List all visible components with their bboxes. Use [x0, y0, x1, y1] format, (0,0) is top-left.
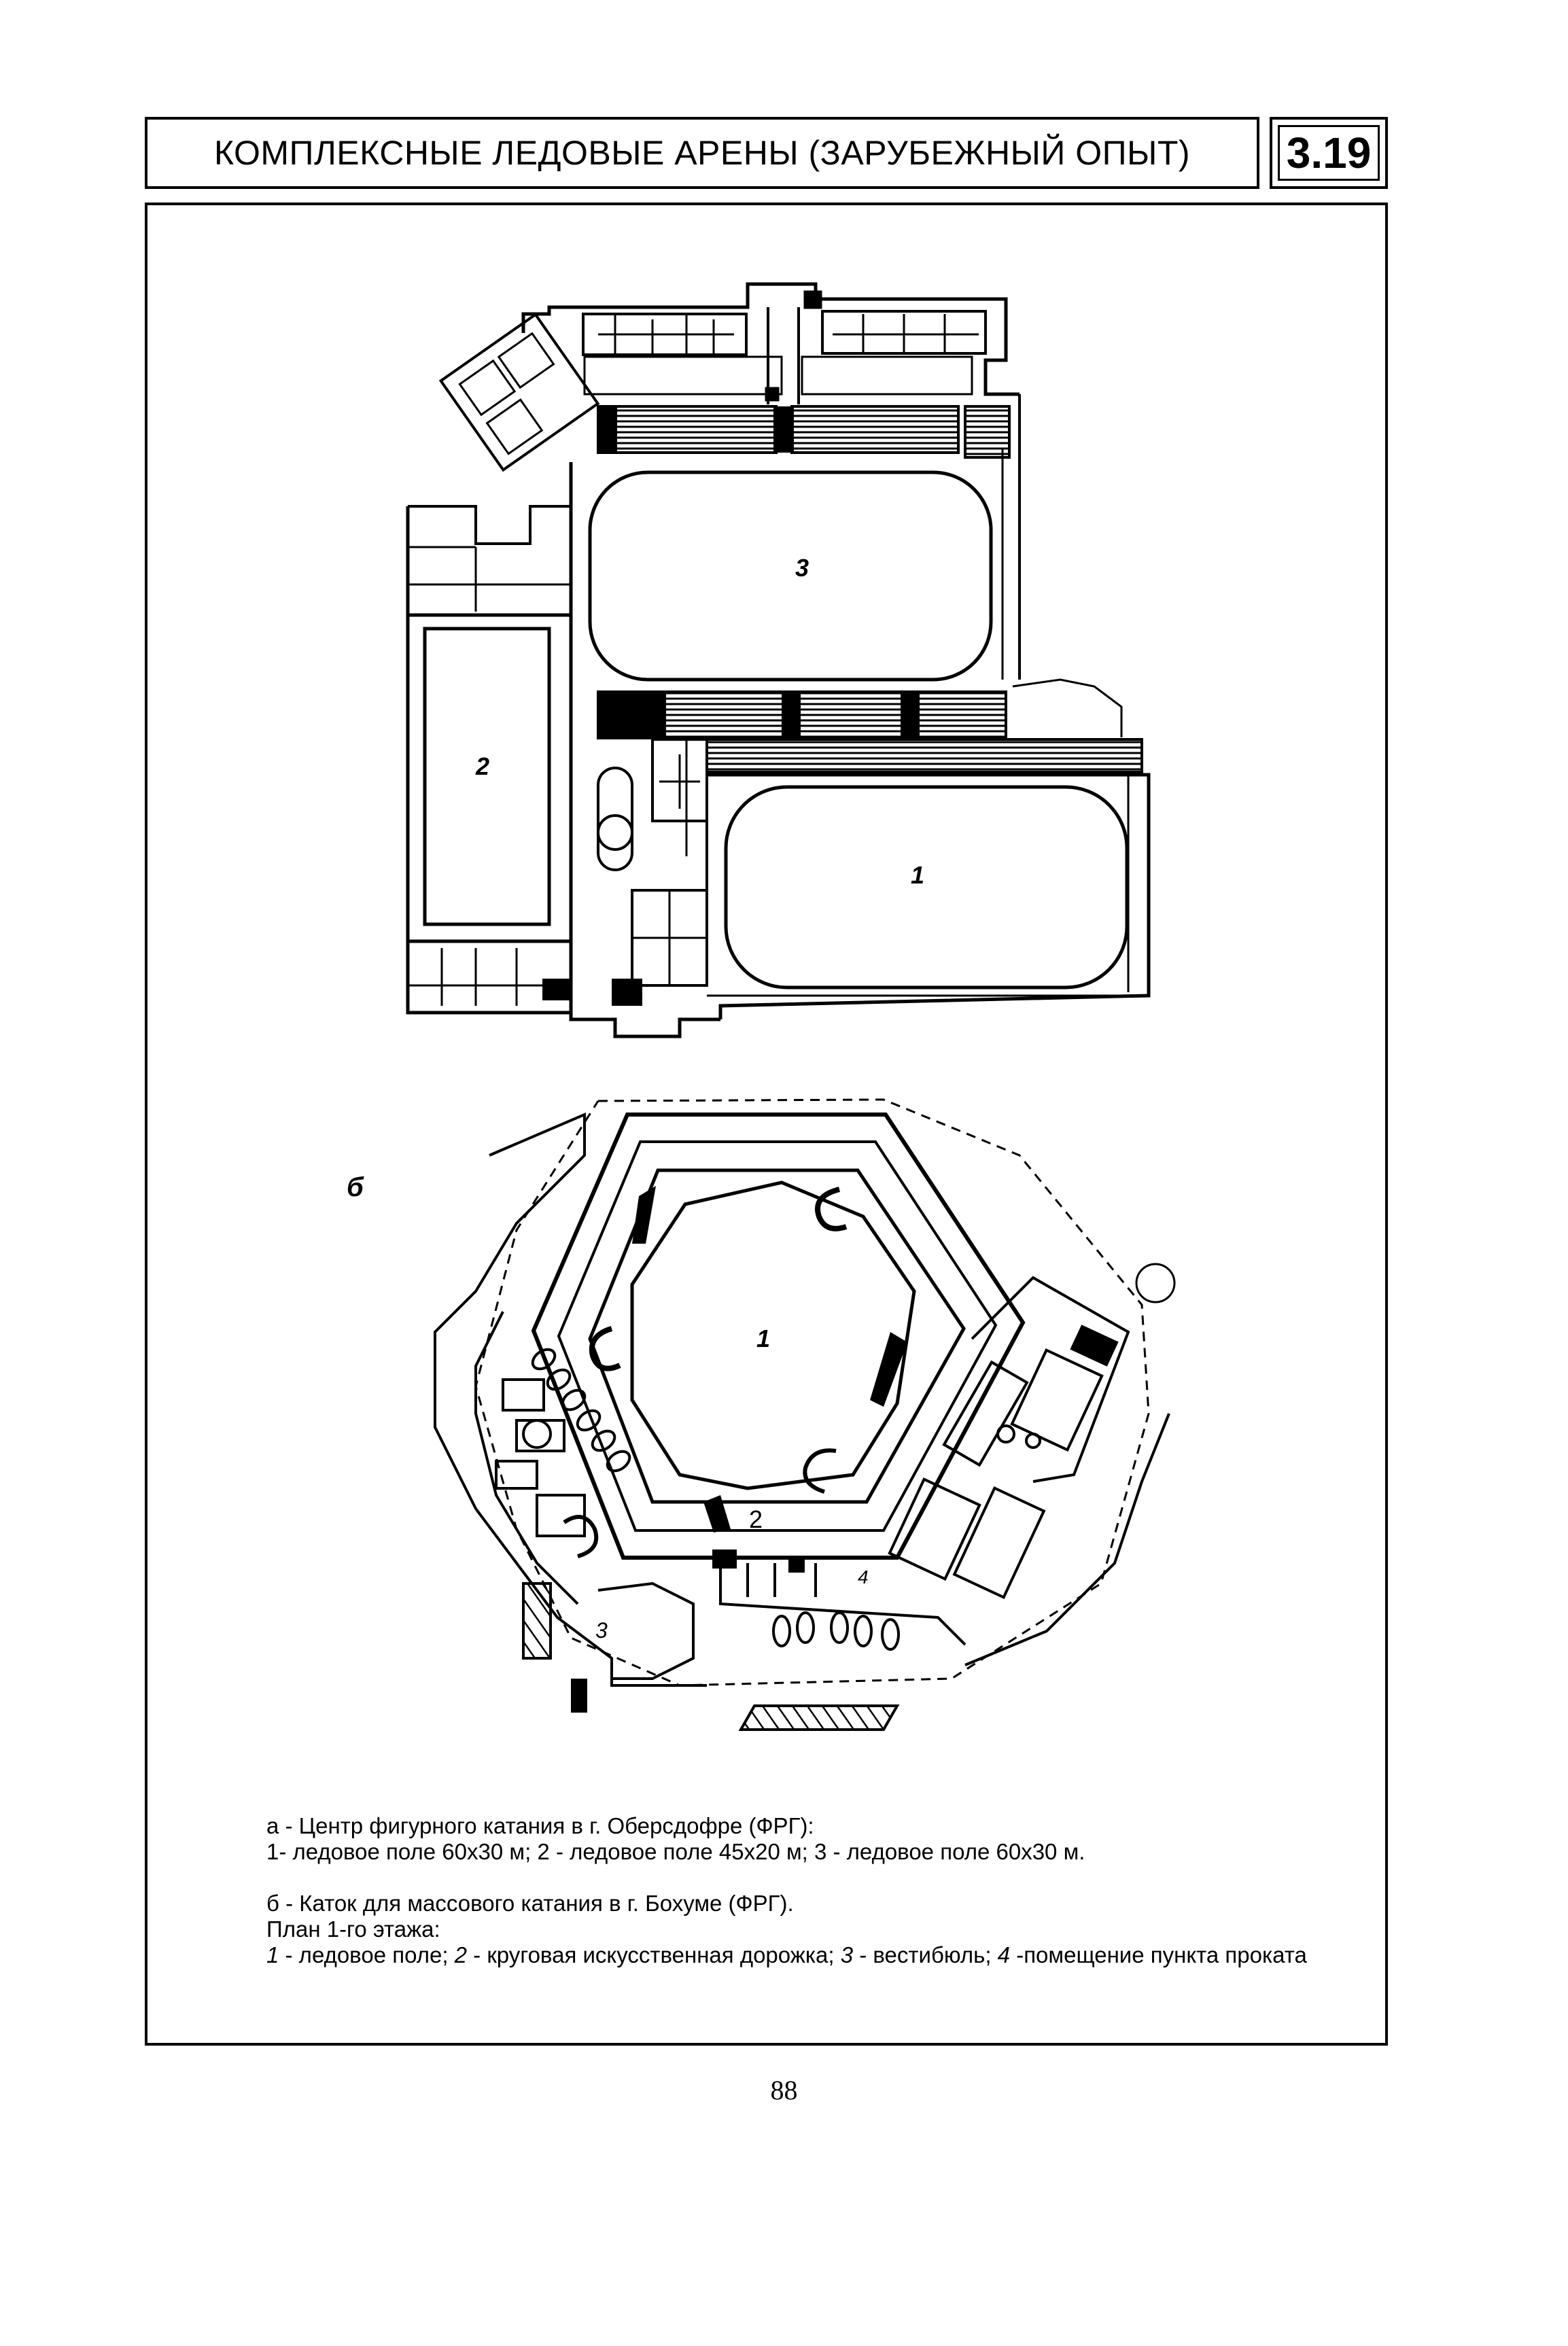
figure-frame: [145, 203, 1388, 2046]
plan-b-site-boundary: [474, 1098, 1150, 1687]
plan-b-letter: б: [347, 1172, 364, 1202]
plan-a-rink-3: [588, 470, 993, 682]
plan-a-label-rink-3: 3: [795, 554, 809, 582]
plan-a-stands-top-corner: [964, 405, 1011, 459]
caption-b-subtitle: План 1-го этажа:: [266, 1916, 440, 1942]
header-title-box: КОМПЛЕКСНЫЕ ЛЕДОВЫЕ АРЕНЫ (ЗАРУБЕЖНЫЙ ОП…: [145, 117, 1259, 189]
caption-a-items: 1- ледовое поле 60х30 м; 2 - ледовое пол…: [266, 1839, 1085, 1864]
plan-b-label-ice-field: 1: [756, 1325, 770, 1352]
plan-a-label-rink-1: 1: [911, 861, 924, 889]
plan-b-terrain-right: [964, 1413, 1170, 1666]
plan-a-rink-1: [724, 785, 1129, 990]
caption-a-title: а - Центр фигурного катания в г. Оберсдо…: [266, 1813, 814, 1838]
plan-b-hexagon-inner: [588, 1168, 966, 1504]
plan-a-rink-2: [423, 627, 551, 926]
caption-b-item-3-num: 3: [840, 1942, 854, 1967]
plan-a-stands-lower: [705, 738, 1143, 773]
plan-b-track-inner-edge: [557, 1140, 998, 1532]
plan-b-hatched-ramp: [738, 1704, 900, 1731]
plan-a-label-rink-2: 2: [475, 752, 489, 780]
section-number-box: 3.19: [1270, 117, 1388, 189]
plan-b-ice-field: [630, 1180, 916, 1490]
plan-b: [434, 1098, 1176, 1731]
plan-b-left-wing: [474, 1311, 631, 1713]
caption-b-item-2-text: - круговая искусственная дорожка;: [467, 1942, 841, 1967]
caption-b-item-4-text: -помещение пункта проката: [1010, 1942, 1307, 1967]
plan-a-top-block: [521, 282, 1020, 404]
plan-a-rotated-wing: [438, 313, 600, 472]
plan-b-right-wing: [888, 1276, 1130, 1600]
caption-b-item-4-num: 4: [997, 1942, 1011, 1967]
caption-b-item-1-text: - ледовое поле;: [279, 1942, 455, 1967]
plan-b-label-vestibule: 3: [595, 1618, 608, 1643]
figure-caption: а - Центр фигурного катания в г. Оберсдо…: [266, 1813, 1367, 1968]
caption-b-title: б - Каток для массового катания в г. Бох…: [266, 1891, 794, 1916]
caption-b-item-2-num: 2: [454, 1942, 468, 1967]
page-number: 88: [770, 2075, 798, 2105]
caption-b-items: 1 - ледовое поле; 2 - круговая искусстве…: [266, 1942, 1367, 1968]
plan-b-tree-circle: [1135, 1263, 1176, 1303]
plan-b-terrain-left: [434, 1112, 707, 1687]
caption-b-item-3-text: - вестибюль;: [853, 1942, 998, 1967]
plan-a: [406, 282, 1151, 1038]
plan-b-bottom-block: [597, 1550, 966, 1731]
section-number-inner-border: [1278, 125, 1380, 181]
plan-a-stands-top-left: [597, 405, 778, 454]
page-title: КОМПЛЕКСНЫЕ ЛЕДОВЫЕ АРЕНЫ (ЗАРУБЕЖНЫЙ ОП…: [213, 134, 1191, 172]
plan-a-stands-top-right: [790, 405, 960, 454]
plan-b-label-track: 2: [749, 1505, 763, 1533]
caption-b-item-1-num: 1: [266, 1942, 279, 1967]
section-number: 3.19: [1286, 128, 1372, 177]
plan-b-label-rental: 4: [858, 1566, 869, 1588]
